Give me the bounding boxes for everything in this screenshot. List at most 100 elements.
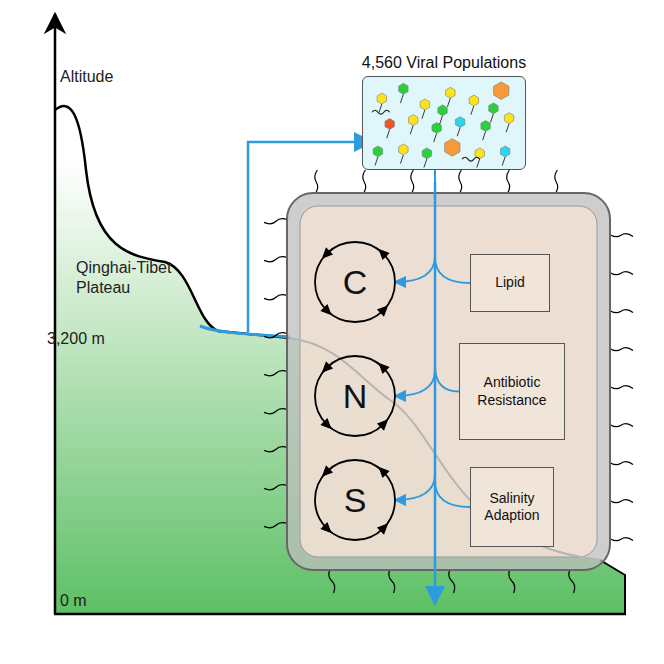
base-axis bbox=[54, 613, 626, 616]
cycle-arrowhead bbox=[320, 522, 331, 533]
viral-genome bbox=[462, 157, 480, 161]
cycle-arrowhead bbox=[377, 305, 388, 316]
phage-head bbox=[445, 139, 460, 157]
branch-connector bbox=[435, 170, 470, 507]
cell-hair bbox=[459, 170, 462, 194]
cell-hair bbox=[264, 257, 288, 262]
ground-step bbox=[600, 560, 625, 615]
cell-hair bbox=[507, 170, 510, 194]
cell-hair bbox=[264, 485, 288, 490]
branch-connector bbox=[395, 170, 435, 282]
viral-population-box: 4,560 Viral Populations bbox=[354, 54, 534, 170]
cell-hair bbox=[363, 170, 366, 194]
cycle-arrowhead bbox=[320, 304, 331, 315]
cell-hair bbox=[609, 386, 633, 389]
region-label: Qinghai-Tibet Plateau bbox=[76, 258, 188, 298]
phage-head bbox=[455, 117, 464, 128]
cell-hair bbox=[264, 447, 288, 452]
phage-head bbox=[489, 103, 498, 114]
cell-hair bbox=[609, 348, 633, 351]
function-box: Antibiotic Resistance bbox=[459, 343, 565, 440]
cell-hair bbox=[264, 523, 288, 528]
cell-hair bbox=[411, 170, 414, 194]
phage-tail bbox=[457, 127, 460, 136]
phage-tail bbox=[410, 125, 413, 134]
cycle-arrowhead bbox=[378, 249, 389, 260]
cycle-arrowhead bbox=[377, 419, 388, 430]
phage-head bbox=[481, 121, 490, 132]
ground-line-behind-cell bbox=[290, 338, 600, 560]
branch-connector bbox=[435, 170, 459, 392]
cycle-arrowhead bbox=[320, 418, 331, 429]
viral-box bbox=[362, 76, 526, 170]
phage-tail bbox=[483, 131, 486, 140]
plateau-highlight bbox=[200, 326, 290, 337]
phage-head bbox=[385, 119, 394, 130]
branch-connector bbox=[395, 170, 435, 500]
cycle-letter: N bbox=[343, 377, 368, 416]
cell-hair bbox=[609, 500, 633, 503]
cell-interior bbox=[300, 206, 597, 557]
cycle-arrowhead bbox=[322, 247, 333, 258]
cycle-arrowhead bbox=[322, 361, 333, 372]
altitude-mark: 0 m bbox=[60, 592, 87, 610]
phage-head bbox=[446, 87, 455, 98]
cell-hair bbox=[264, 295, 288, 300]
phage-tail bbox=[440, 116, 443, 125]
box-label: Antibiotic Resistance bbox=[464, 374, 560, 409]
phage-tail bbox=[400, 155, 403, 164]
phage-head bbox=[438, 105, 447, 116]
branch-connector bbox=[395, 170, 435, 396]
cycle-ring-line bbox=[315, 356, 395, 436]
cell-hair bbox=[264, 409, 288, 414]
phage-tail bbox=[490, 114, 493, 123]
cell-hair bbox=[264, 333, 288, 338]
cycle-arrowhead bbox=[378, 467, 389, 478]
phage-head bbox=[469, 95, 478, 106]
cycle-circle: N bbox=[311, 352, 399, 440]
phage-tail bbox=[422, 110, 425, 119]
box-label: Lipid bbox=[495, 274, 525, 292]
cycle-arrowhead bbox=[322, 465, 333, 476]
cell-hair bbox=[264, 371, 288, 376]
cell-hair bbox=[609, 310, 633, 313]
phage-icons bbox=[363, 77, 525, 169]
phage-head bbox=[377, 93, 386, 104]
cell-hair bbox=[609, 272, 633, 275]
phage-head bbox=[500, 146, 509, 157]
axis-label: Altitude bbox=[60, 68, 113, 86]
cycle-ring-line bbox=[315, 460, 395, 540]
phage-tail bbox=[424, 159, 427, 168]
phage-tail bbox=[506, 123, 509, 132]
cell-hair bbox=[555, 170, 558, 194]
phage-tail bbox=[400, 94, 403, 103]
phage-tail bbox=[387, 129, 390, 138]
viral-genome bbox=[372, 110, 390, 114]
cell-hair bbox=[389, 569, 395, 593]
phage-head bbox=[494, 82, 509, 100]
phage-head bbox=[399, 83, 408, 94]
phage-tail bbox=[447, 98, 450, 107]
cycle-arrowhead bbox=[377, 523, 388, 534]
cell-hairs bbox=[264, 170, 633, 593]
cycle-ring-line bbox=[315, 242, 395, 322]
phage-tail bbox=[434, 133, 437, 142]
branch-connector bbox=[435, 170, 470, 283]
phage-head bbox=[420, 99, 429, 110]
cell-wall bbox=[287, 193, 610, 570]
altitude-axis bbox=[54, 14, 57, 614]
function-box: Lipid bbox=[470, 254, 550, 312]
altitude-mark: 3,200 m bbox=[47, 330, 105, 348]
box-title: 4,560 Viral Populations bbox=[354, 54, 534, 72]
phage-head bbox=[408, 115, 417, 126]
phage-head bbox=[422, 148, 431, 159]
cell-hair bbox=[569, 569, 575, 593]
cycle-circle: C bbox=[311, 238, 399, 326]
cell-hair bbox=[449, 569, 455, 593]
phage-tail bbox=[375, 157, 378, 166]
phage-head bbox=[373, 146, 382, 157]
function-box: Salinity Adaption bbox=[470, 467, 554, 547]
cell-hair bbox=[509, 569, 515, 593]
phage-head bbox=[399, 144, 408, 155]
box-label: Salinity Adaption bbox=[475, 490, 549, 525]
